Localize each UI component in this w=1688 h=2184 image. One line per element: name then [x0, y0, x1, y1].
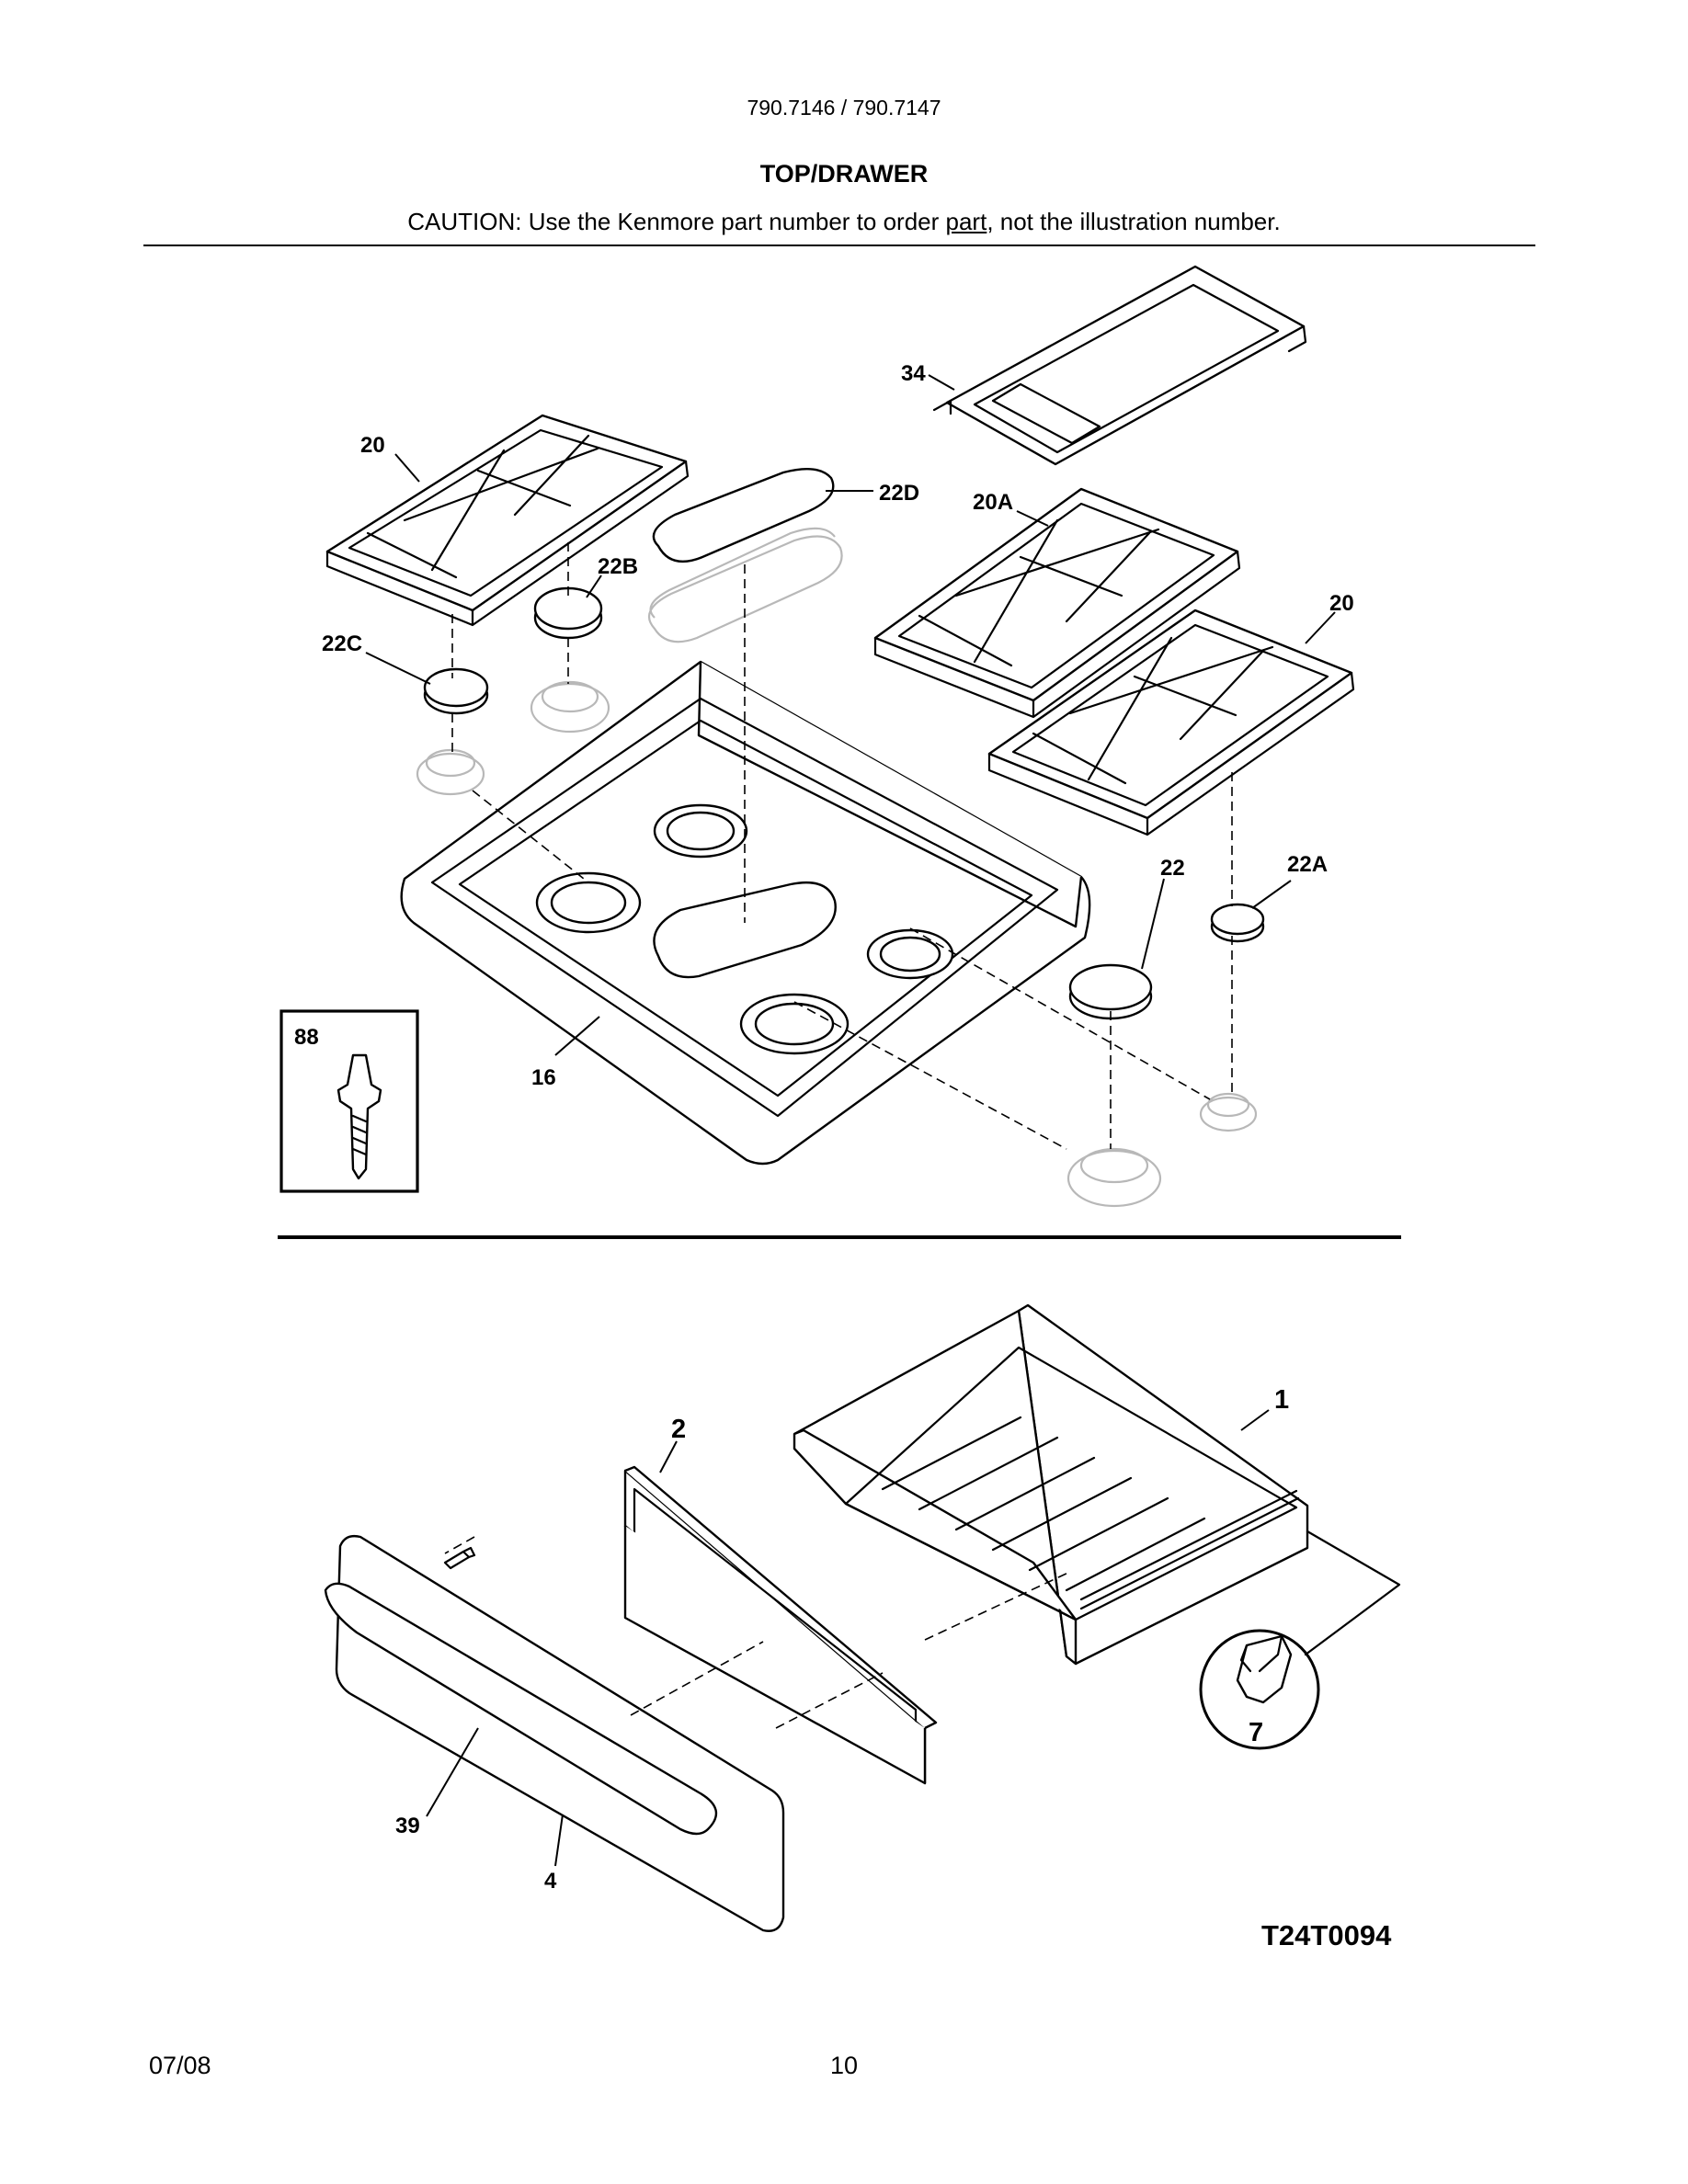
callout-7: 7 [1249, 1718, 1263, 1747]
burner-cap-22a [1210, 903, 1265, 943]
callout-4: 4 [544, 1869, 557, 1894]
callout-1: 1 [1274, 1385, 1289, 1415]
callout-34: 34 [901, 361, 926, 386]
cooktop-main-top [400, 660, 1091, 1166]
burner-cap-22 [1068, 963, 1153, 1020]
clip-inset [1199, 1629, 1320, 1750]
caution-text: CAUTION: Use the Kenmore part number to … [407, 208, 946, 235]
caution-underlined-word: part [945, 208, 987, 235]
model-number: 790.7146 / 790.7147 [747, 96, 941, 119]
callout-20-left: 20 [360, 433, 385, 458]
assembly-lines-drawer [444, 1536, 1071, 1729]
callout-22a: 22A [1287, 852, 1328, 877]
clip-connector [1304, 1530, 1401, 1656]
callout-39: 39 [395, 1814, 420, 1838]
ghost-burner-bases-right [1066, 1092, 1258, 1208]
callout-16: 16 [531, 1065, 556, 1090]
drawer-front-panel [324, 1534, 785, 1932]
drawer-inner-panel [623, 1465, 938, 1785]
grate-center-20a [873, 487, 1241, 719]
callout-88: 88 [294, 1025, 319, 1050]
screw-inset-box [279, 1009, 419, 1193]
callout-22b: 22B [598, 554, 638, 579]
callout-2: 2 [671, 1415, 686, 1444]
oval-burner-cap [647, 467, 843, 643]
caution-note: CAUTION: Use the Kenmore part number to … [0, 208, 1688, 236]
page-number: 10 [829, 2052, 859, 2079]
diagram-code: T24T0094 [1261, 1919, 1392, 1951]
header-rule [143, 245, 1535, 246]
callout-20a: 20A [973, 490, 1013, 515]
footer-date: 07/08 [149, 2052, 211, 2079]
assembly-lines-top [451, 542, 1233, 1150]
burner-cap-22b [530, 586, 610, 734]
griddle-part [932, 265, 1307, 466]
drawer-screw [443, 1546, 476, 1570]
drawer-box [793, 1303, 1309, 1666]
callout-22d: 22D [879, 481, 919, 506]
leader-lines-top [365, 374, 1336, 1056]
section-title: TOP/DRAWER [759, 160, 929, 188]
grate-right [987, 609, 1355, 836]
leader-lines-drawer [426, 1409, 1270, 1867]
caution-text-end: , not the illustration number. [987, 208, 1281, 235]
burner-cap-22c [416, 667, 489, 796]
callout-20-right: 20 [1329, 591, 1354, 616]
callout-22c: 22C [322, 631, 362, 656]
grate-left [325, 414, 690, 627]
callout-22: 22 [1160, 856, 1185, 881]
